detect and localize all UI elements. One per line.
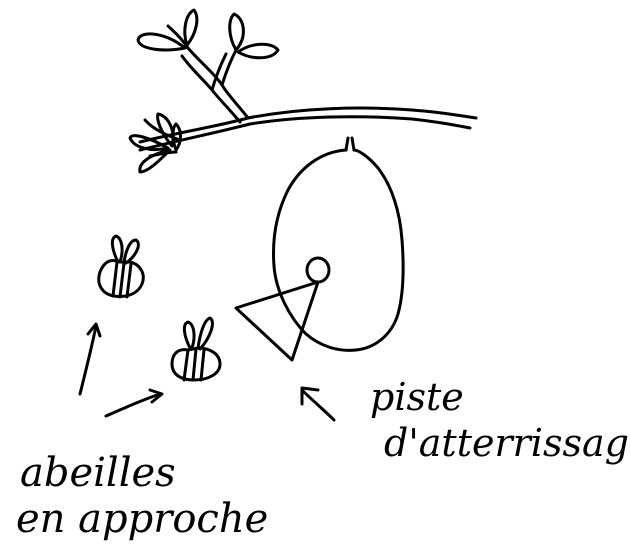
leaf: [173, 124, 181, 150]
arrow-pointer-icon: [302, 388, 334, 420]
bee-icon: [172, 318, 220, 380]
bee-icon: [99, 236, 143, 297]
leaf: [185, 10, 197, 45]
hive-entrance: [307, 258, 329, 282]
landing-label-line2: d'atterrissage: [384, 421, 630, 465]
arrow-right-icon: [106, 390, 162, 416]
arrow-up-icon: [80, 324, 100, 394]
bees-label-line1: abeilles: [20, 450, 176, 496]
leaf: [230, 14, 244, 50]
hive: [274, 138, 404, 350]
tree-branch: [140, 26, 476, 150]
bees-label-line2: en approche: [16, 496, 268, 542]
landing-label-line1: piste: [370, 375, 464, 419]
leaf: [238, 44, 278, 58]
landing-board: [236, 282, 318, 360]
